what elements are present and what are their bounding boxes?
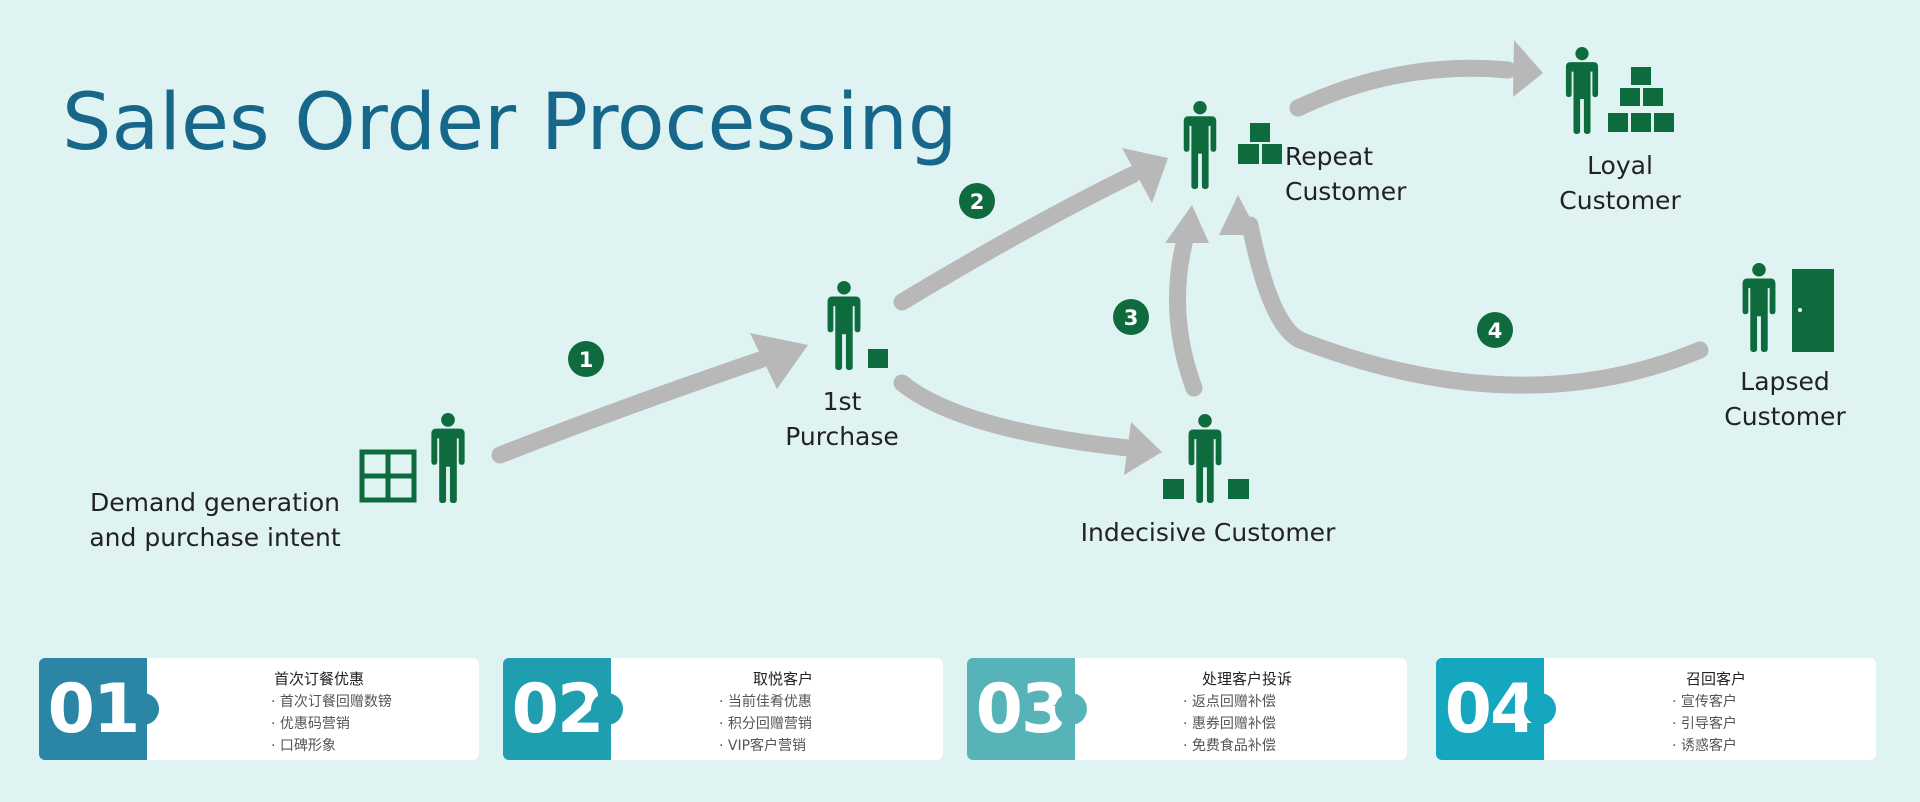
arrowhead-2 bbox=[1122, 148, 1168, 203]
card-list: 宣传客户 引导客户 诱惑客户 bbox=[1672, 691, 1737, 757]
step-badge-3 bbox=[1113, 299, 1149, 335]
door-icon bbox=[1792, 269, 1834, 352]
step-number-1: 1 bbox=[579, 348, 594, 372]
arrow-first-to-indecisive bbox=[893, 374, 1137, 457]
puzzle-knob bbox=[127, 693, 159, 725]
arrowhead-5 bbox=[1219, 195, 1259, 235]
label-indecisive: Indecisive Customer bbox=[1080, 518, 1336, 547]
person-icon-demand bbox=[431, 413, 465, 503]
list-item: 惠券回赠补偿 bbox=[1183, 713, 1276, 735]
label-lapsed: Lapsed Customer bbox=[1724, 367, 1846, 431]
arrowhead-6 bbox=[1513, 40, 1543, 97]
list-item: 当前佳肴优惠 bbox=[719, 691, 812, 713]
card-title: 取悦客户 bbox=[752, 670, 813, 688]
step-card-02: 02 取悦客户 当前佳肴优惠 积分回赠营销 VIP客户营销 bbox=[503, 658, 943, 760]
box-icon-right bbox=[1228, 479, 1249, 499]
grid-icon bbox=[359, 449, 417, 503]
box-icon bbox=[868, 349, 888, 368]
label-loyal: Loyal Customer bbox=[1559, 151, 1681, 215]
card-list: 当前佳肴优惠 积分回赠营销 VIP客户营销 bbox=[719, 691, 812, 757]
card-list: 返点回赠补偿 惠券回赠补偿 免费食品补偿 bbox=[1183, 691, 1276, 757]
card-title: 首次订餐优惠 bbox=[273, 670, 364, 688]
list-item: 口碑形象 bbox=[271, 735, 392, 757]
list-item: 返点回赠补偿 bbox=[1183, 691, 1276, 713]
puzzle-knob bbox=[591, 693, 623, 725]
box-icon-left bbox=[1163, 479, 1184, 499]
boxes-icon-loyal bbox=[1608, 67, 1674, 132]
list-item: 免费食品补偿 bbox=[1183, 735, 1276, 757]
step-card-03: 03 处理客户投诉 返点回赠补偿 惠券回赠补偿 免费食品补偿 bbox=[967, 658, 1407, 760]
step-card-01: 01 首次订餐优惠 首次订餐回赠数镑 优惠码营销 口碑形象 bbox=[39, 658, 479, 760]
list-item: 优惠码营销 bbox=[271, 713, 392, 735]
arrowhead-3 bbox=[1124, 422, 1162, 475]
boxes-icon-repeat bbox=[1238, 123, 1282, 164]
person-icon-first-purchase bbox=[827, 281, 861, 370]
page-title: Sales Order Processing bbox=[62, 78, 958, 168]
puzzle-knob bbox=[1055, 693, 1087, 725]
arrow-first-to-repeat bbox=[893, 166, 1141, 311]
arrow-demand-to-first bbox=[491, 351, 769, 464]
step-badge-1 bbox=[568, 341, 604, 377]
label-demand: Demand generation and purchase intent bbox=[89, 488, 341, 552]
list-item: 首次订餐回赠数镑 bbox=[271, 691, 392, 713]
label-repeat: Repeat Customer bbox=[1285, 142, 1407, 206]
card-title: 召回客户 bbox=[1685, 670, 1746, 688]
person-icon-indecisive bbox=[1188, 414, 1222, 503]
person-icon-repeat bbox=[1183, 101, 1217, 189]
step-number-4: 4 bbox=[1488, 319, 1503, 343]
arrowhead-4 bbox=[1165, 205, 1209, 243]
list-item: 积分回赠营销 bbox=[719, 713, 812, 735]
card-title: 处理客户投诉 bbox=[1201, 670, 1292, 688]
arrow-indecisive-to-repeat bbox=[1169, 223, 1203, 397]
label-first-purchase: 1st Purchase bbox=[785, 387, 899, 451]
person-icon-loyal bbox=[1565, 47, 1599, 134]
list-item: 诱惑客户 bbox=[1672, 735, 1737, 757]
list-item: 引导客户 bbox=[1672, 713, 1737, 735]
arrow-repeat-to-loyal bbox=[1289, 59, 1517, 117]
list-item: VIP客户营销 bbox=[719, 735, 812, 757]
puzzle-knob bbox=[1524, 693, 1556, 725]
step-card-04: 04 召回客户 宣传客户 引导客户 诱惑客户 bbox=[1436, 658, 1876, 760]
step-badge-2 bbox=[959, 183, 995, 219]
step-badge-4 bbox=[1477, 312, 1513, 348]
step-number-2: 2 bbox=[970, 190, 985, 214]
arrowhead-1 bbox=[750, 333, 808, 389]
arrow-lapsed-to-repeat bbox=[1241, 216, 1709, 394]
step-badges: 1 2 3 4 bbox=[568, 183, 1513, 377]
list-item: 宣传客户 bbox=[1672, 691, 1737, 713]
person-icon-lapsed bbox=[1742, 263, 1776, 352]
step-number-3: 3 bbox=[1124, 306, 1139, 330]
card-list: 首次订餐回赠数镑 优惠码营销 口碑形象 bbox=[271, 691, 392, 757]
